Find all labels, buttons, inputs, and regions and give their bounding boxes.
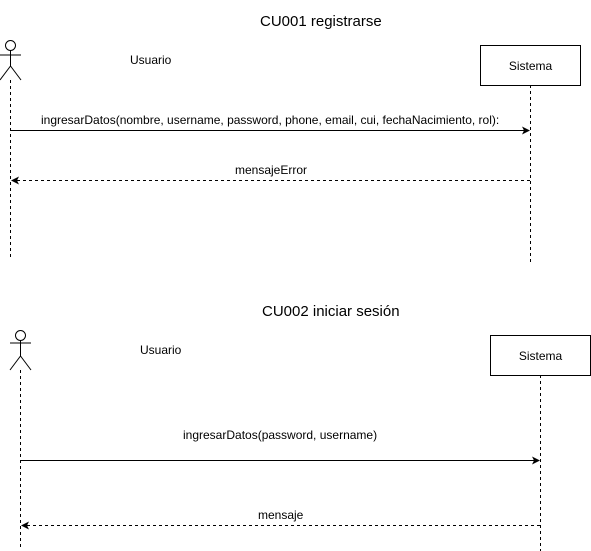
system-box: Sistema [480, 45, 581, 86]
message-label: ingresarDatos(nombre, username, password… [41, 113, 500, 127]
actor-icon [9, 330, 32, 371]
diagram-title: CU002 iniciar sesión [262, 303, 400, 320]
system-label: Sistema [518, 348, 563, 363]
system-label: Sistema [508, 58, 553, 73]
diagram-title: CU001 registrarse [260, 13, 382, 30]
actor-label: Usuario [130, 53, 172, 67]
return-label: mensajeError [235, 163, 308, 177]
actor-label: Usuario [140, 343, 182, 357]
system-box: Sistema [490, 335, 591, 376]
return-label: mensaje [258, 508, 304, 522]
actor-icon [0, 40, 22, 81]
message-label: ingresarDatos(password, username) [183, 428, 378, 442]
